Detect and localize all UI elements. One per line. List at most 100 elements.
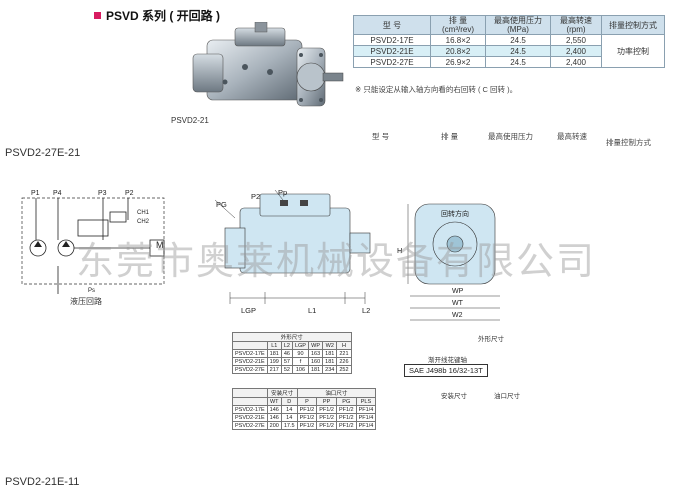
side-label-l2: L2	[362, 306, 371, 315]
table-cell: WT	[266, 397, 282, 406]
table-cell: PSVD2-17E	[232, 405, 268, 414]
table-cell: 199	[266, 357, 282, 366]
header2-speed: 最高转速	[557, 132, 587, 141]
table-cell: 57	[280, 357, 293, 366]
table-cell: PF1/2	[316, 405, 337, 414]
table-cell: PF1/4	[355, 413, 377, 422]
table-cell: 24.5	[485, 45, 551, 57]
side-label-pp: Pp	[278, 188, 288, 197]
table-cell: 52	[280, 365, 293, 374]
side-label-l1: L1	[308, 306, 317, 315]
side-view-drawing	[214, 189, 371, 304]
hyd-label-ps: Ps	[88, 288, 96, 294]
table-cell: 146	[266, 405, 282, 414]
watermark: 东莞市奥莱机械设备有限公司	[76, 241, 597, 283]
front-label-wp: WP	[452, 288, 464, 295]
header-model: 型 号	[353, 15, 431, 35]
header2-displacement: 排 量	[441, 132, 459, 141]
rotation-direction-label: 回转方向	[441, 211, 469, 218]
table-cell: 163	[307, 349, 324, 358]
table-cell: LGP	[291, 341, 309, 350]
table-cell: 14	[280, 405, 298, 414]
bullet-square-icon	[94, 12, 101, 19]
hyd-label-ch2: CH2	[137, 219, 150, 225]
table-row: 安装尺寸 油口尺寸	[232, 388, 377, 398]
table-cell: PF1/2	[335, 405, 357, 414]
side-label-pg: PG	[216, 200, 227, 209]
port-dim-header: 油口尺寸	[296, 388, 377, 398]
table-cell: 2,550	[550, 34, 602, 46]
front-label-w2: W2	[452, 312, 463, 319]
front-label-h: H	[397, 246, 403, 255]
table-cell: PSVD2-21E	[232, 413, 268, 422]
table-cell: 181	[266, 349, 282, 358]
install-dim-header: 安装尺寸	[266, 388, 298, 398]
table-cell: PF1/4	[355, 405, 377, 414]
table-cell: 24.5	[485, 34, 551, 46]
table-cell: 2,400	[550, 56, 602, 68]
table-cell: 106	[291, 365, 309, 374]
table-cell: 146	[266, 413, 282, 422]
port-dim-caption: 油口尺寸	[494, 393, 520, 400]
hyd-label-p2: P2	[125, 190, 134, 197]
hyd-label-p1: P1	[31, 190, 40, 197]
table-cell: 14	[280, 413, 298, 422]
table-cell: 217	[266, 365, 282, 374]
table-row: 外形尺寸	[232, 332, 352, 342]
model-label-bottom: PSVD2-21E-11	[5, 476, 80, 488]
table-cell: D	[280, 397, 298, 406]
table-cell: PF1/2	[296, 405, 318, 414]
table-cell: 234	[322, 365, 338, 374]
hydraulic-circuit-diagram	[21, 197, 165, 294]
table-cell: P	[296, 397, 318, 406]
table-cell: 226	[336, 357, 352, 366]
table-cell: 2,400	[550, 45, 602, 57]
table-cell: PF1/2	[316, 413, 337, 422]
spline-caption: 渐开线花键轴	[428, 357, 467, 364]
table-cell: 46	[280, 349, 293, 358]
table-cell	[232, 397, 268, 406]
front-view-caption: 外形尺寸	[478, 336, 504, 343]
table-row: WT D P PP PG PLS	[232, 397, 377, 406]
table-cell: 90	[291, 349, 309, 358]
dimension-table-title: 外形尺寸	[232, 332, 352, 342]
table-cell: PF1/2	[335, 421, 357, 430]
table-cell: PSVD2-21E	[232, 357, 268, 366]
table-cell: PF1/2	[316, 421, 337, 430]
table-cell: L2	[280, 341, 293, 350]
header-displacement: 排 量 (cm³/rev)	[430, 15, 486, 35]
spec-table: 型 号 排 量 (cm³/rev) 最高使用压力 (MPa) 最高转速 (rpm…	[353, 15, 665, 68]
header2-pressure: 最高使用压力	[488, 132, 533, 141]
rotation-note: ※ 只能设定从输入轴方向看的右回转 ( C 回转 )。	[355, 85, 518, 94]
table-cell: f	[291, 357, 309, 366]
table-cell: PG	[335, 397, 357, 406]
series-title: PSVD 系列 ( 开回路 )	[94, 7, 220, 24]
table-cell: H	[336, 341, 352, 350]
spline-spec-callout: SAE J498b 16/32-13T	[404, 364, 488, 377]
table-cell	[232, 341, 268, 350]
table-cell: L1	[266, 341, 282, 350]
table-row: PSVD2-21E 20.8×2 24.5 2,400	[353, 45, 665, 57]
table-cell	[232, 388, 268, 398]
table-row: PSVD2-27E 26.9×2 24.5 2,400	[353, 56, 665, 68]
table-cell: 24.5	[485, 56, 551, 68]
table-cell: W2	[322, 341, 338, 350]
table-cell: 181	[322, 349, 338, 358]
control-cell: 功率控制	[601, 34, 665, 68]
hyd-label-p4: P4	[53, 190, 62, 197]
header2-control: 排量控制方式	[606, 138, 651, 147]
table-cell: PSVD2-27E	[232, 365, 268, 374]
hyd-label-m: M	[156, 240, 164, 250]
hyd-label-ch1: CH1	[137, 210, 150, 216]
table-cell: PSVD2-17E	[232, 349, 268, 358]
table-cell: PSVD2-27E	[353, 56, 431, 68]
header-pressure: 最高使用压力 (MPa)	[485, 15, 551, 35]
pump-photo	[192, 22, 344, 107]
model-label-top: PSVD2-27E-21	[5, 147, 81, 159]
